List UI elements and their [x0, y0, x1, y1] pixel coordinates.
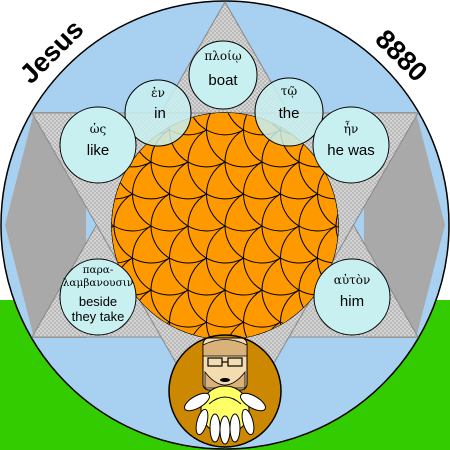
greek-word-line1: παρα-	[83, 264, 114, 276]
word-bubble-he-was: ἦν he was	[312, 106, 390, 184]
greek-word: πλοίῳ	[204, 49, 241, 63]
english-word: boat	[208, 72, 238, 89]
english-word-line1: beside	[79, 294, 117, 309]
english-word: in	[154, 105, 166, 122]
flower-petal	[316, 220, 338, 264]
figure-head	[202, 337, 248, 391]
greek-word: αὐτὸν	[334, 273, 371, 287]
figure-body	[184, 385, 266, 445]
word-bubble-beside-they-take: παρα- λαμβανουσιν beside they take	[59, 258, 137, 336]
word-bubble-boat: πλοίῳ boat	[188, 40, 258, 110]
english-word: the	[279, 105, 300, 122]
word-bubble-in: ἐν in	[124, 79, 192, 147]
greek-word-line2: λαμβανουσιν	[63, 277, 134, 289]
english-word: like	[87, 142, 110, 159]
english-word: he was	[327, 142, 375, 159]
word-bubble-the: τῷ the	[254, 77, 324, 147]
greek-word: ὡς	[90, 122, 107, 136]
word-bubble-like: ὡς like	[59, 106, 137, 184]
word-bubble-him: αὐτὸν him	[313, 258, 391, 336]
greek-word: τῷ	[281, 84, 298, 98]
english-word: him	[340, 293, 364, 310]
english-word-line2: they take	[72, 309, 125, 324]
greek-word: ἦν	[344, 120, 358, 136]
greek-word: ἐν	[151, 86, 165, 100]
